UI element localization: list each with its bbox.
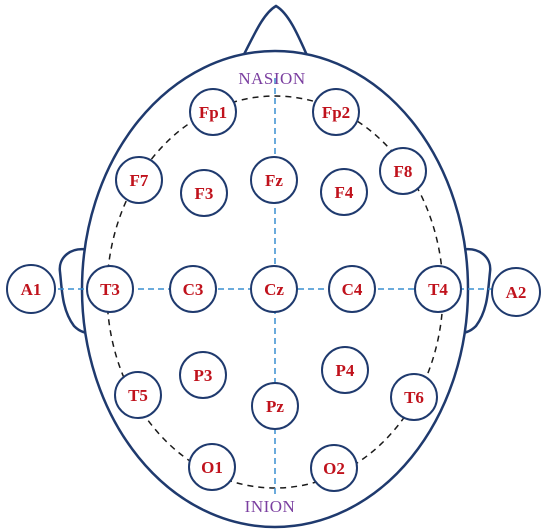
electrode-cz[interactable]: Cz [250, 265, 298, 313]
electrode-f8[interactable]: F8 [379, 147, 427, 195]
electrode-label: Fp1 [199, 103, 227, 122]
electrode-c3[interactable]: C3 [169, 265, 217, 313]
electrode-label: C3 [183, 280, 204, 299]
nasion-label: NASION [238, 69, 305, 88]
electrode-o2[interactable]: O2 [310, 444, 358, 492]
electrode-label: T5 [128, 386, 148, 405]
inion-label: INION [245, 497, 296, 516]
electrode-label: F3 [195, 184, 214, 203]
electrode-c4[interactable]: C4 [328, 265, 376, 313]
electrode-p3[interactable]: P3 [179, 351, 227, 399]
electrode-label: F7 [130, 171, 149, 190]
electrode-fp2[interactable]: Fp2 [312, 88, 360, 136]
electrode-label: P4 [336, 361, 355, 380]
electrode-label: F4 [335, 183, 354, 202]
electrode-label: O1 [201, 458, 223, 477]
electrode-label: A1 [21, 280, 42, 299]
electrode-label: F8 [394, 162, 413, 181]
electrode-t3[interactable]: T3 [86, 265, 134, 313]
nose-outline [238, 4, 312, 63]
electrode-label: Cz [264, 280, 284, 299]
electrode-label: T4 [428, 280, 448, 299]
electrode-label: Pz [266, 397, 284, 416]
electrode-label: T6 [404, 388, 424, 407]
electrode-label: C4 [342, 280, 363, 299]
right-ear-outline [455, 247, 492, 334]
electrode-t5[interactable]: T5 [114, 371, 162, 419]
electrode-a2[interactable]: A2 [491, 267, 541, 317]
electrode-fp1[interactable]: Fp1 [189, 88, 237, 136]
electrode-label: O2 [323, 459, 345, 478]
electrode-f7[interactable]: F7 [115, 156, 163, 204]
electrode-label: P3 [194, 366, 213, 385]
electrode-f4[interactable]: F4 [320, 168, 368, 216]
electrode-t4[interactable]: T4 [414, 265, 462, 313]
electrode-o1[interactable]: O1 [188, 443, 236, 491]
electrode-p4[interactable]: P4 [321, 346, 369, 394]
electrode-pz[interactable]: Pz [251, 382, 299, 430]
electrode-label: Fp2 [322, 103, 350, 122]
electrode-label: A2 [506, 283, 527, 302]
electrode-label: T3 [100, 280, 120, 299]
electrode-f3[interactable]: F3 [180, 169, 228, 217]
electrode-fz[interactable]: Fz [250, 156, 298, 204]
left-ear-outline [58, 247, 95, 334]
electrode-a1[interactable]: A1 [6, 264, 56, 314]
electrode-label: Fz [265, 171, 283, 190]
electrode-t6[interactable]: T6 [390, 373, 438, 421]
